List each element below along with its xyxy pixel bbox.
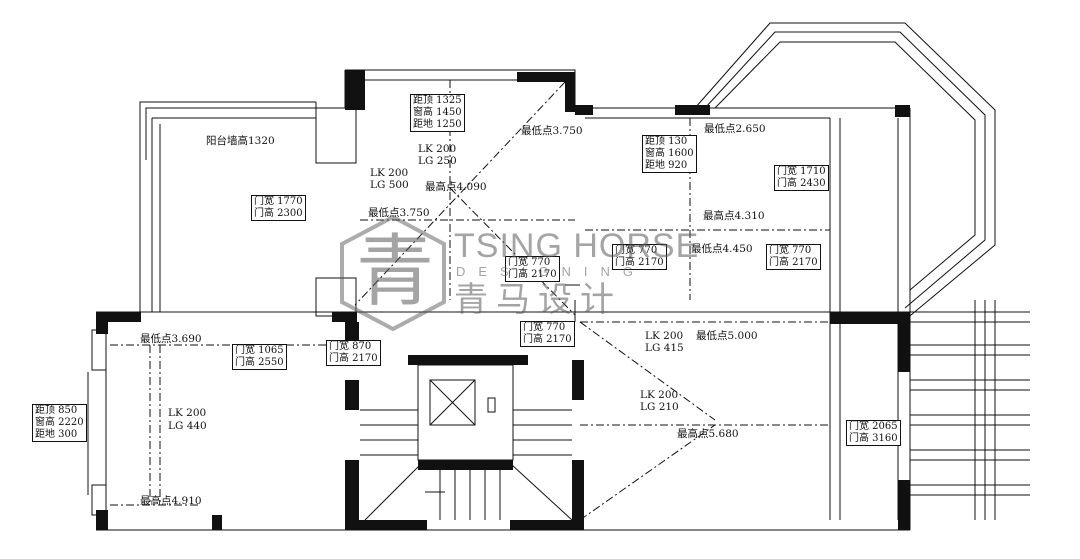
- window-spec-line: 距顶 1325: [413, 95, 462, 106]
- balcony-wall-label: 阳台墙高1320: [206, 135, 275, 147]
- elevation-label: 最高点4.310: [703, 210, 765, 222]
- watermark: 青 TSING HORSE DESIGNING 青马设计: [338, 214, 698, 334]
- door-spec-line: 门宽 770: [769, 245, 812, 256]
- door-spec-line: 门宽 2065: [849, 421, 898, 432]
- door-spec-line: 门高 3160: [849, 433, 898, 444]
- watermark-brand-en: TSING HORSE: [454, 227, 700, 265]
- lg-label: LG 210: [640, 401, 679, 413]
- lg-label: LG 440: [168, 420, 207, 432]
- window-spec-line: 距地 300: [35, 429, 78, 440]
- lk-label: LK 200: [418, 143, 457, 155]
- door-spec-box: 门宽 1770 门高 2300: [251, 195, 306, 221]
- window-spec-line: 距顶 850: [35, 405, 78, 416]
- window-spec-box: 距顶 850 窗高 2220 距地 300: [32, 404, 87, 442]
- door-spec-line: 门高 2170: [508, 269, 557, 280]
- watermark-brand-cn: 青马设计: [454, 280, 622, 320]
- door-spec-line: 门高 2300: [254, 208, 303, 219]
- window-spec-box: 距顶 1325 窗高 1450 距地 1250: [410, 94, 465, 132]
- window-spec-line: 距顶 130: [645, 136, 688, 147]
- door-spec-line: 门高 2170: [615, 257, 664, 268]
- window-spec-line: 窗高 1450: [413, 107, 462, 118]
- watermark-emblem-icon: [340, 214, 446, 332]
- door-spec-box: 门宽 770 门高 2170: [520, 321, 575, 347]
- elevation-label: 最低点2.650: [704, 123, 766, 135]
- window-spec-line: 窗高 2220: [35, 417, 84, 428]
- watermark-logo-char: 青: [356, 227, 435, 317]
- door-spec-line: 门宽 870: [329, 341, 372, 352]
- door-spec-box: 门宽 770 门高 2170: [505, 256, 560, 282]
- elevation-label: 最低点3.750: [368, 207, 430, 219]
- window-spec-line: 距地 1250: [413, 119, 462, 130]
- door-spec-line: 门宽 1710: [777, 166, 826, 177]
- watermark-brand-sub: DESIGNING: [456, 264, 646, 279]
- elevation-label: 最低点3.750: [521, 125, 583, 137]
- door-spec-line: 门宽 1770: [254, 196, 303, 207]
- door-spec-box: 门宽 770 门高 2170: [612, 244, 667, 270]
- door-spec-line: 门高 2430: [777, 178, 826, 189]
- door-spec-line: 门高 2170: [769, 257, 818, 268]
- lk-label: LK 200: [645, 330, 684, 342]
- elevation-label: 最高点5.680: [677, 428, 739, 440]
- window-spec-line: 距地 920: [645, 160, 688, 171]
- door-spec-box: 门宽 1065 门高 2550: [232, 344, 287, 370]
- door-spec-line: 门宽 770: [615, 245, 658, 256]
- door-spec-line: 门宽 770: [523, 322, 566, 333]
- elevation-label: 最高点4.090: [425, 181, 487, 193]
- elevation-label: 最高点4.910: [140, 495, 202, 507]
- door-spec-line: 门高 2170: [329, 353, 378, 364]
- lk-label: LK 200: [168, 407, 207, 419]
- door-spec-line: 门宽 770: [508, 257, 551, 268]
- door-spec-box: 门宽 770 门高 2170: [766, 244, 821, 270]
- door-spec-box: 门宽 870 门高 2170: [326, 340, 381, 366]
- door-spec-line: 门宽 1065: [235, 345, 284, 356]
- window-spec-box: 距顶 130 窗高 1600 距地 920: [642, 135, 697, 173]
- door-spec-line: 门高 2550: [235, 357, 284, 368]
- lg-label: LG 500: [370, 179, 409, 191]
- door-spec-line: 门高 2170: [523, 334, 572, 345]
- elevation-label: 最低点4.450: [691, 243, 753, 255]
- window-spec-line: 窗高 1600: [645, 148, 694, 159]
- elevation-label: 最低点3.690: [140, 333, 202, 345]
- lg-label: LG 250: [418, 155, 457, 167]
- lk-label: LK 200: [640, 389, 679, 401]
- elevation-label: 最低点5.000: [696, 330, 758, 342]
- lk-label: LK 200: [370, 167, 409, 179]
- door-spec-box: 门宽 1710 门高 2430: [774, 165, 829, 191]
- door-spec-box: 门宽 2065 门高 3160: [846, 420, 901, 446]
- lg-label: LG 415: [645, 342, 684, 354]
